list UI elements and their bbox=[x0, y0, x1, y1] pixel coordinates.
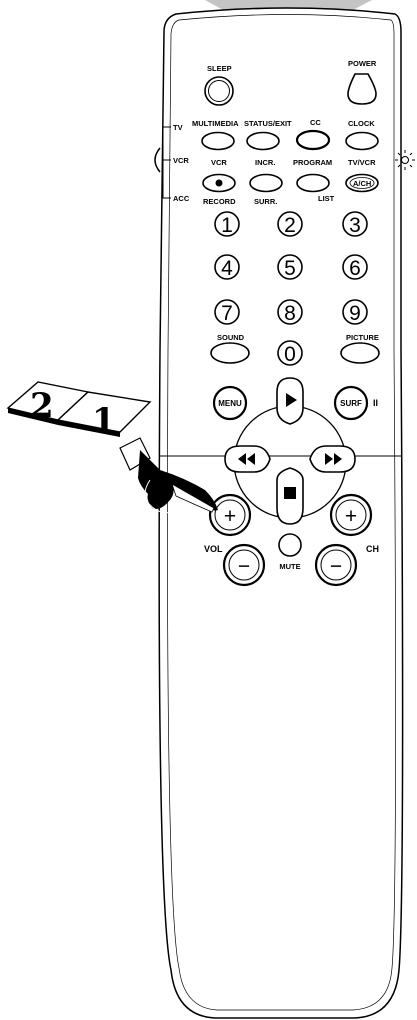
digit-4-label: 4 bbox=[221, 257, 233, 280]
digit-5-button[interactable] bbox=[277, 254, 303, 280]
number-pad: 1 2 3 4 5 6 7 8 9 0 bbox=[214, 211, 368, 366]
digit-7-button[interactable] bbox=[214, 299, 240, 325]
digit-1-label: 1 bbox=[221, 214, 233, 237]
sound-label: SOUND bbox=[217, 333, 245, 342]
mute-label: MUTE bbox=[279, 562, 300, 571]
digit-8-label: 8 bbox=[284, 302, 296, 325]
digit-3-label: 3 bbox=[349, 214, 361, 237]
vol-label: VOL bbox=[204, 544, 223, 554]
ch-label: CH bbox=[366, 544, 379, 554]
digit-6-button[interactable] bbox=[342, 254, 368, 280]
clock-label: CLOCK bbox=[348, 119, 375, 128]
program-label: PROGRAM bbox=[293, 158, 332, 167]
multimedia-button[interactable] bbox=[201, 131, 235, 151]
ch-minus-button[interactable] bbox=[314, 543, 358, 587]
digit-7-label: 7 bbox=[221, 302, 233, 325]
digit-9-button[interactable] bbox=[342, 299, 368, 325]
fast-forward-icon bbox=[325, 453, 342, 465]
multimedia-label: MULTIMEDIA bbox=[192, 119, 239, 128]
vol-plus-ring bbox=[214, 499, 246, 531]
ch-minus-label: − bbox=[330, 555, 342, 578]
digit-5-label: 5 bbox=[284, 257, 296, 280]
step-card-1: 1 bbox=[56, 391, 152, 441]
digit-2-button[interactable] bbox=[277, 211, 303, 237]
ch-plus-label: + bbox=[345, 505, 357, 528]
record-dot-icon bbox=[215, 179, 223, 187]
digit-8-button[interactable] bbox=[277, 299, 303, 325]
power-label: POWER bbox=[348, 59, 377, 68]
status-exit-button[interactable] bbox=[246, 131, 280, 151]
vol-plus-button[interactable] bbox=[208, 493, 252, 537]
ach-ring bbox=[349, 177, 375, 189]
list-label: LIST bbox=[318, 194, 335, 203]
play-triangle-icon bbox=[286, 393, 297, 407]
sound-button[interactable] bbox=[210, 342, 250, 364]
incr-surr-button[interactable] bbox=[249, 173, 283, 193]
ch-plus-ring bbox=[335, 499, 367, 531]
mode-tv-label: TV bbox=[173, 123, 183, 132]
pointing-hand-icon bbox=[119, 437, 218, 514]
sleep-label: SLEEP bbox=[207, 64, 232, 73]
surf-label: SURF bbox=[340, 399, 362, 408]
pause-label: II bbox=[373, 398, 378, 408]
cc-button[interactable] bbox=[295, 129, 331, 151]
mode-switch[interactable]: TV VCR ACC bbox=[154, 123, 190, 203]
picture-button[interactable] bbox=[340, 342, 380, 364]
picture-label: PICTURE bbox=[346, 333, 379, 342]
vol-minus-ring bbox=[228, 549, 260, 581]
mode-vcr-label: VCR bbox=[173, 156, 189, 165]
stop-square-icon bbox=[284, 487, 296, 499]
status-exit-label: STATUS/EXIT bbox=[244, 119, 292, 128]
surf-button[interactable] bbox=[333, 385, 369, 421]
digit-4-button[interactable] bbox=[214, 254, 240, 280]
cc-label: CC bbox=[310, 118, 321, 127]
sleep-button[interactable] bbox=[204, 76, 234, 106]
vol-plus-label: + bbox=[224, 505, 236, 528]
power-button[interactable] bbox=[347, 73, 377, 105]
digit-0-label: 0 bbox=[284, 343, 296, 366]
rewind-icon bbox=[238, 453, 255, 465]
vol-minus-label: − bbox=[238, 555, 250, 578]
tv-vcr-label: TV/VCR bbox=[348, 158, 376, 167]
step-1-label: 1 bbox=[92, 401, 116, 441]
program-list-button[interactable] bbox=[296, 173, 330, 193]
vcr-label: VCR bbox=[211, 158, 227, 167]
ach-label: A/CH bbox=[353, 179, 371, 188]
menu-label: MENU bbox=[218, 399, 242, 408]
ch-plus-button[interactable] bbox=[329, 493, 373, 537]
digit-3-button[interactable] bbox=[342, 211, 368, 237]
digit-2-label: 2 bbox=[284, 214, 296, 237]
remote-inner-outline bbox=[167, 14, 396, 1011]
digit-6-label: 6 bbox=[349, 257, 361, 280]
record-label: RECORD bbox=[203, 197, 236, 206]
ch-minus-ring bbox=[320, 549, 352, 581]
sleep-button-ring bbox=[208, 80, 230, 102]
clock-button[interactable] bbox=[345, 131, 379, 151]
digit-9-label: 9 bbox=[349, 302, 361, 325]
digit-1-button[interactable] bbox=[214, 211, 240, 237]
menu-button[interactable] bbox=[212, 385, 248, 421]
mode-acc-label: ACC bbox=[173, 194, 190, 203]
surr-label: SURR. bbox=[254, 197, 277, 206]
incr-label: INCR. bbox=[255, 158, 275, 167]
navigation-cluster: MENU SURF II bbox=[212, 377, 378, 525]
sun-icon bbox=[395, 150, 415, 170]
vol-minus-button[interactable] bbox=[222, 543, 266, 587]
step-2-label: 2 bbox=[30, 386, 54, 426]
mute-button[interactable] bbox=[278, 533, 302, 557]
digit-0-button[interactable] bbox=[277, 340, 303, 366]
